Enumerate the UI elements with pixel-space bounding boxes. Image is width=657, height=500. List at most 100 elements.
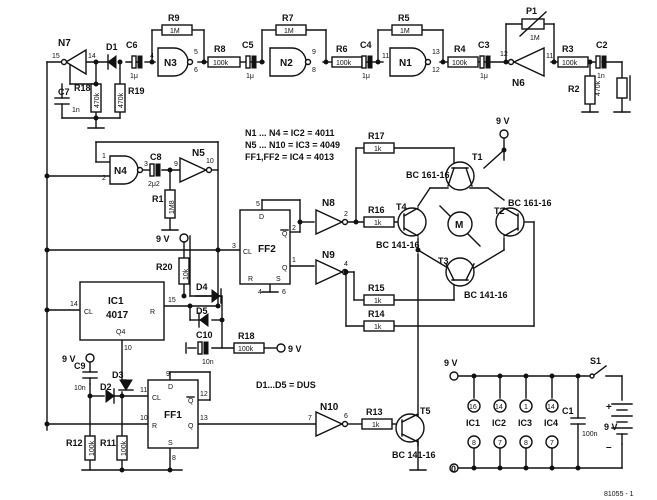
transistor-t4: T4 BC 141-16: [376, 202, 427, 250]
svg-text:N1 ... N4 = IC2 = 4011: N1 ... N4 = IC2 = 4011: [245, 128, 335, 138]
supply-9v-bridge: 9 V: [496, 116, 510, 139]
svg-text:470k: 470k: [118, 92, 125, 108]
svg-text:IC1: IC1: [108, 296, 124, 307]
svg-text:R: R: [152, 423, 157, 430]
capacitor-c6: C6 1μ: [126, 40, 143, 80]
svg-text:470k: 470k: [595, 80, 602, 96]
svg-text:T2: T2: [494, 206, 505, 216]
potentiometer-p1: P1 1M: [519, 6, 547, 42]
power-wires: [457, 375, 623, 469]
svg-text:11: 11: [140, 387, 147, 394]
svg-text:2: 2: [102, 175, 106, 182]
svg-text:1n: 1n: [597, 73, 605, 80]
svg-text:9: 9: [166, 371, 170, 378]
svg-text:1n: 1n: [72, 107, 80, 114]
svg-text:R19: R19: [128, 86, 145, 96]
svg-text:D4: D4: [196, 282, 208, 292]
svg-text:14: 14: [88, 53, 96, 60]
svg-text:D1: D1: [106, 42, 118, 52]
svg-text:1k: 1k: [374, 220, 382, 227]
capacitor-c4: C4 1μ: [360, 40, 373, 80]
svg-text:R12: R12: [66, 438, 83, 448]
svg-text:Q: Q: [282, 265, 288, 272]
svg-text:M: M: [455, 220, 463, 231]
junction-dots: [44, 59, 593, 473]
svg-text:9 V: 9 V: [496, 116, 510, 126]
svg-text:12: 12: [200, 391, 208, 398]
svg-text:2: 2: [344, 211, 348, 218]
resistor-r12: 100k R12: [66, 435, 96, 461]
svg-text:R1: R1: [152, 194, 164, 204]
svg-text:100k: 100k: [121, 440, 128, 456]
svg-text:N9: N9: [322, 250, 335, 261]
svg-text:9 V: 9 V: [156, 234, 170, 244]
capacitor-c3: C3 1μ: [478, 40, 491, 80]
resistor-r4: 100k R4: [447, 44, 479, 68]
svg-text:R11: R11: [100, 438, 116, 448]
transistor-t3: T3 BC 141-16: [438, 256, 508, 300]
svg-text:4: 4: [258, 289, 262, 296]
svg-text:11: 11: [382, 53, 389, 60]
svg-text:8: 8: [312, 67, 316, 74]
diode-note: D1...D5 = DUS: [256, 380, 316, 390]
svg-text:1M: 1M: [530, 35, 540, 42]
svg-text:13: 13: [200, 415, 208, 422]
svg-text:13: 13: [432, 49, 440, 56]
resistor-r2: 470k R2: [568, 75, 602, 105]
svg-text:N1: N1: [399, 58, 412, 69]
svg-text:R7: R7: [282, 13, 294, 23]
svg-text:5: 5: [256, 201, 260, 208]
svg-text:R20: R20: [156, 262, 173, 272]
svg-text:1: 1: [524, 404, 528, 411]
resistor-r15: 1k R15: [363, 283, 395, 306]
svg-text:IC3: IC3: [518, 418, 532, 428]
svg-text:8: 8: [524, 440, 528, 447]
svg-text:100k: 100k: [562, 60, 578, 67]
svg-text:Q: Q: [188, 398, 194, 405]
svg-text:6: 6: [282, 289, 286, 296]
svg-text:D5: D5: [196, 306, 208, 316]
svg-text:R17: R17: [368, 131, 385, 141]
svg-text:3: 3: [232, 243, 236, 250]
svg-text:N4: N4: [114, 166, 127, 177]
motor: M: [447, 211, 473, 237]
svg-text:100k: 100k: [238, 346, 254, 353]
svg-text:10n: 10n: [202, 359, 214, 366]
capacitor-c9: C9 10n: [74, 361, 98, 392]
svg-text:1μ: 1μ: [130, 73, 138, 80]
svg-text:15: 15: [52, 53, 60, 60]
svg-text:100k: 100k: [336, 60, 352, 67]
svg-text:S1: S1: [590, 356, 601, 366]
svg-text:R15: R15: [368, 283, 385, 293]
diode-d4: D4: [195, 282, 222, 304]
ic1-wires: [46, 241, 279, 381]
svg-text:1: 1: [292, 257, 296, 264]
svg-text:N5 ... N10 = IC3 = 4049: N5 ... N10 = IC3 = 4049: [245, 140, 340, 150]
capacitor-c10: C10 10n: [185, 330, 214, 366]
svg-text:9 V: 9 V: [604, 422, 618, 432]
svg-text:D: D: [259, 214, 264, 221]
diode-d3: D3: [112, 370, 134, 391]
svg-text:1M: 1M: [170, 28, 180, 35]
svg-text:CL: CL: [84, 309, 93, 316]
svg-text:8: 8: [172, 455, 176, 462]
resistor-r6: 100k R6: [331, 44, 363, 68]
supply-9v-rail: 9 V: [444, 358, 459, 381]
transistor-t2: T2 BC 161-16: [494, 198, 552, 237]
svg-text:R6: R6: [336, 44, 348, 54]
capacitor-c5: C5 1μ: [242, 40, 257, 80]
svg-text:IC4: IC4: [544, 418, 558, 428]
svg-text:1M: 1M: [400, 28, 410, 35]
switch-s1: S1: [589, 356, 607, 379]
transistor-t5: T5 BC 141-16: [392, 406, 436, 471]
svg-text:C3: C3: [478, 40, 490, 50]
resistor-r9: 1M R9: [161, 13, 193, 36]
svg-text:10n: 10n: [74, 385, 86, 392]
svg-text:T1: T1: [472, 152, 483, 162]
battery: + 9 V –: [604, 402, 633, 453]
svg-text:14: 14: [70, 301, 78, 308]
svg-text:1k: 1k: [374, 324, 382, 331]
ff1-wires: [46, 361, 403, 471]
notes: N1 ... N4 = IC2 = 4011 N5 ... N10 = IC3 …: [245, 128, 340, 162]
svg-text:11: 11: [546, 53, 553, 60]
